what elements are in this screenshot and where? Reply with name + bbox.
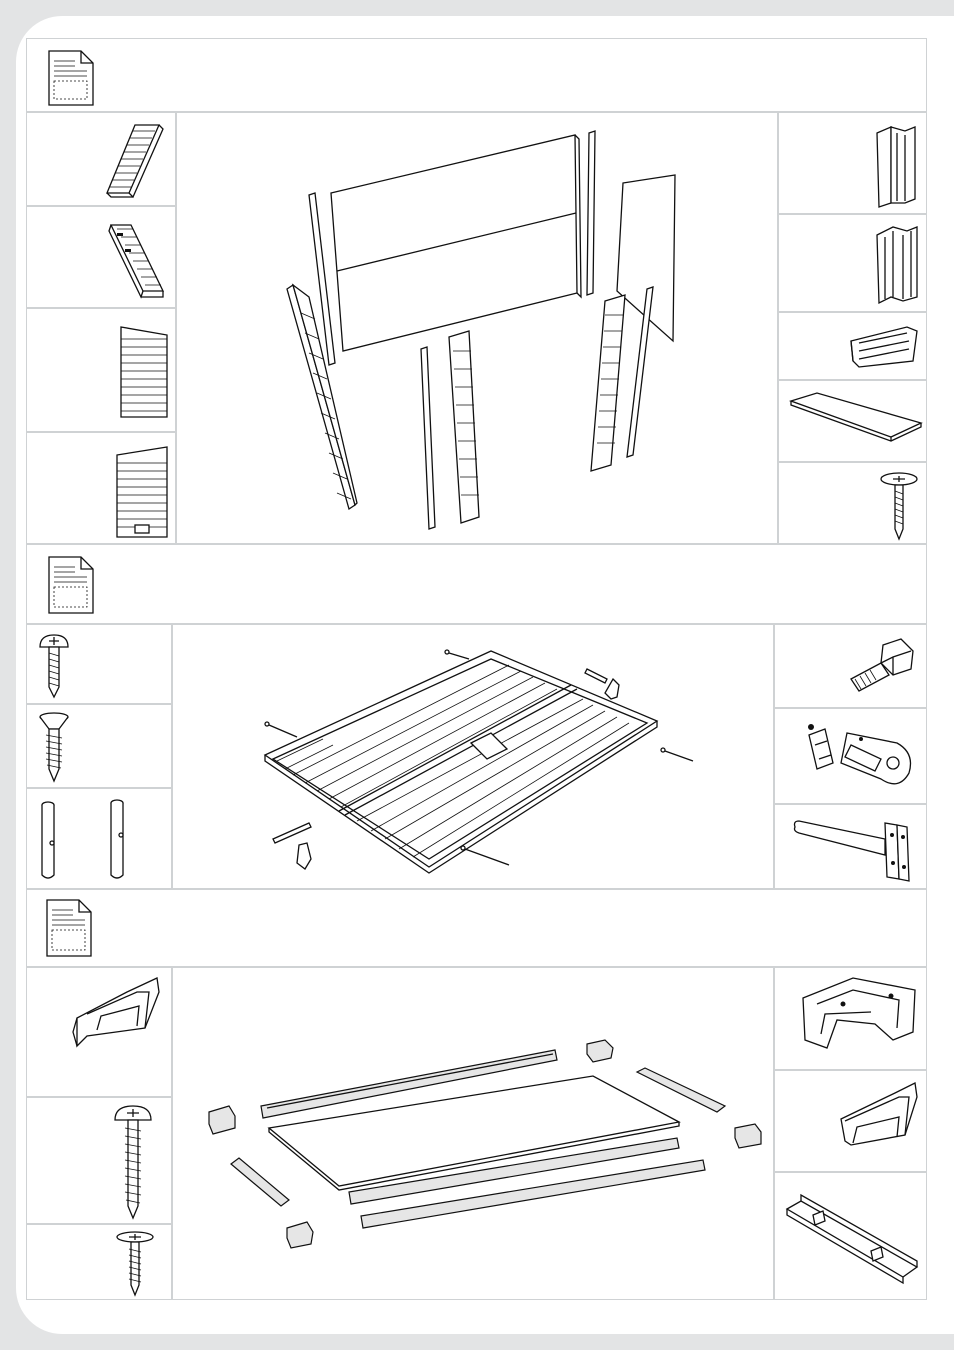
section-2-header [26,544,927,624]
countersunk-screw-part [26,704,172,788]
flange-screw-part [778,462,927,544]
document-icon [47,49,95,107]
threaded-bolt-icon [843,635,917,699]
vent-grille-part [778,312,927,380]
corner-profile-part [778,112,927,214]
wall-panel-wide-part [26,308,176,432]
floor-corner-profile-icon [67,974,163,1050]
door-latch-icon [791,715,921,801]
long-screw-icon [111,1102,155,1222]
flange-screw-icon [877,469,921,543]
wall-panel-wide-vent-part [26,432,176,544]
connector-profile-part [778,214,927,312]
section-1-header [26,38,927,112]
short-flange-screw-part [26,1224,172,1300]
shelf-board-icon [787,387,923,457]
strap-hinge-part [774,804,927,889]
edge-profile-part [774,1070,927,1172]
wall-panel-wide-icon [117,321,171,421]
corner-connector-icon [797,974,919,1064]
door-assembly-diagram [173,625,773,887]
wall-panel-slotted-part [26,206,176,308]
angle-rail-icon [783,1181,921,1293]
door-assembly-panel [172,624,774,889]
floor-corner-profile-part [26,967,172,1097]
corner-profile-icon [871,123,921,209]
short-flange-screw-icon [113,1229,157,1297]
section-3-header [26,889,927,967]
document-icon [47,555,95,615]
pan-head-screw-icon [37,631,71,701]
door-pin-part [26,788,172,889]
wall-panel-narrow-icon [97,121,167,201]
angle-rail-part [774,1172,927,1300]
connector-profile-icon [871,221,923,307]
document-icon [45,898,93,958]
strap-hinge-icon [789,813,919,883]
wall-panel-slotted-icon [105,221,169,301]
wall-panel-narrow-part [26,112,176,206]
wall-panel-wide-vent-icon [113,441,171,541]
edge-profile-icon [835,1079,921,1149]
shelf-board-part [778,380,927,462]
wall-assembly-panel [176,112,778,544]
countersunk-screw-icon [37,711,71,785]
instruction-sheet [16,16,954,1334]
wall-assembly-exploded-diagram [177,113,777,543]
vent-grille-icon [847,321,921,373]
door-pin-pair-icon [35,795,135,885]
threaded-bolt-part [774,624,927,708]
floor-frame-exploded-diagram [173,968,773,1298]
long-screw-part [26,1097,172,1224]
pan-head-screw-part [26,624,172,704]
floor-frame-panel [172,967,774,1300]
door-latch-part [774,708,927,804]
corner-connector-part [774,967,927,1070]
